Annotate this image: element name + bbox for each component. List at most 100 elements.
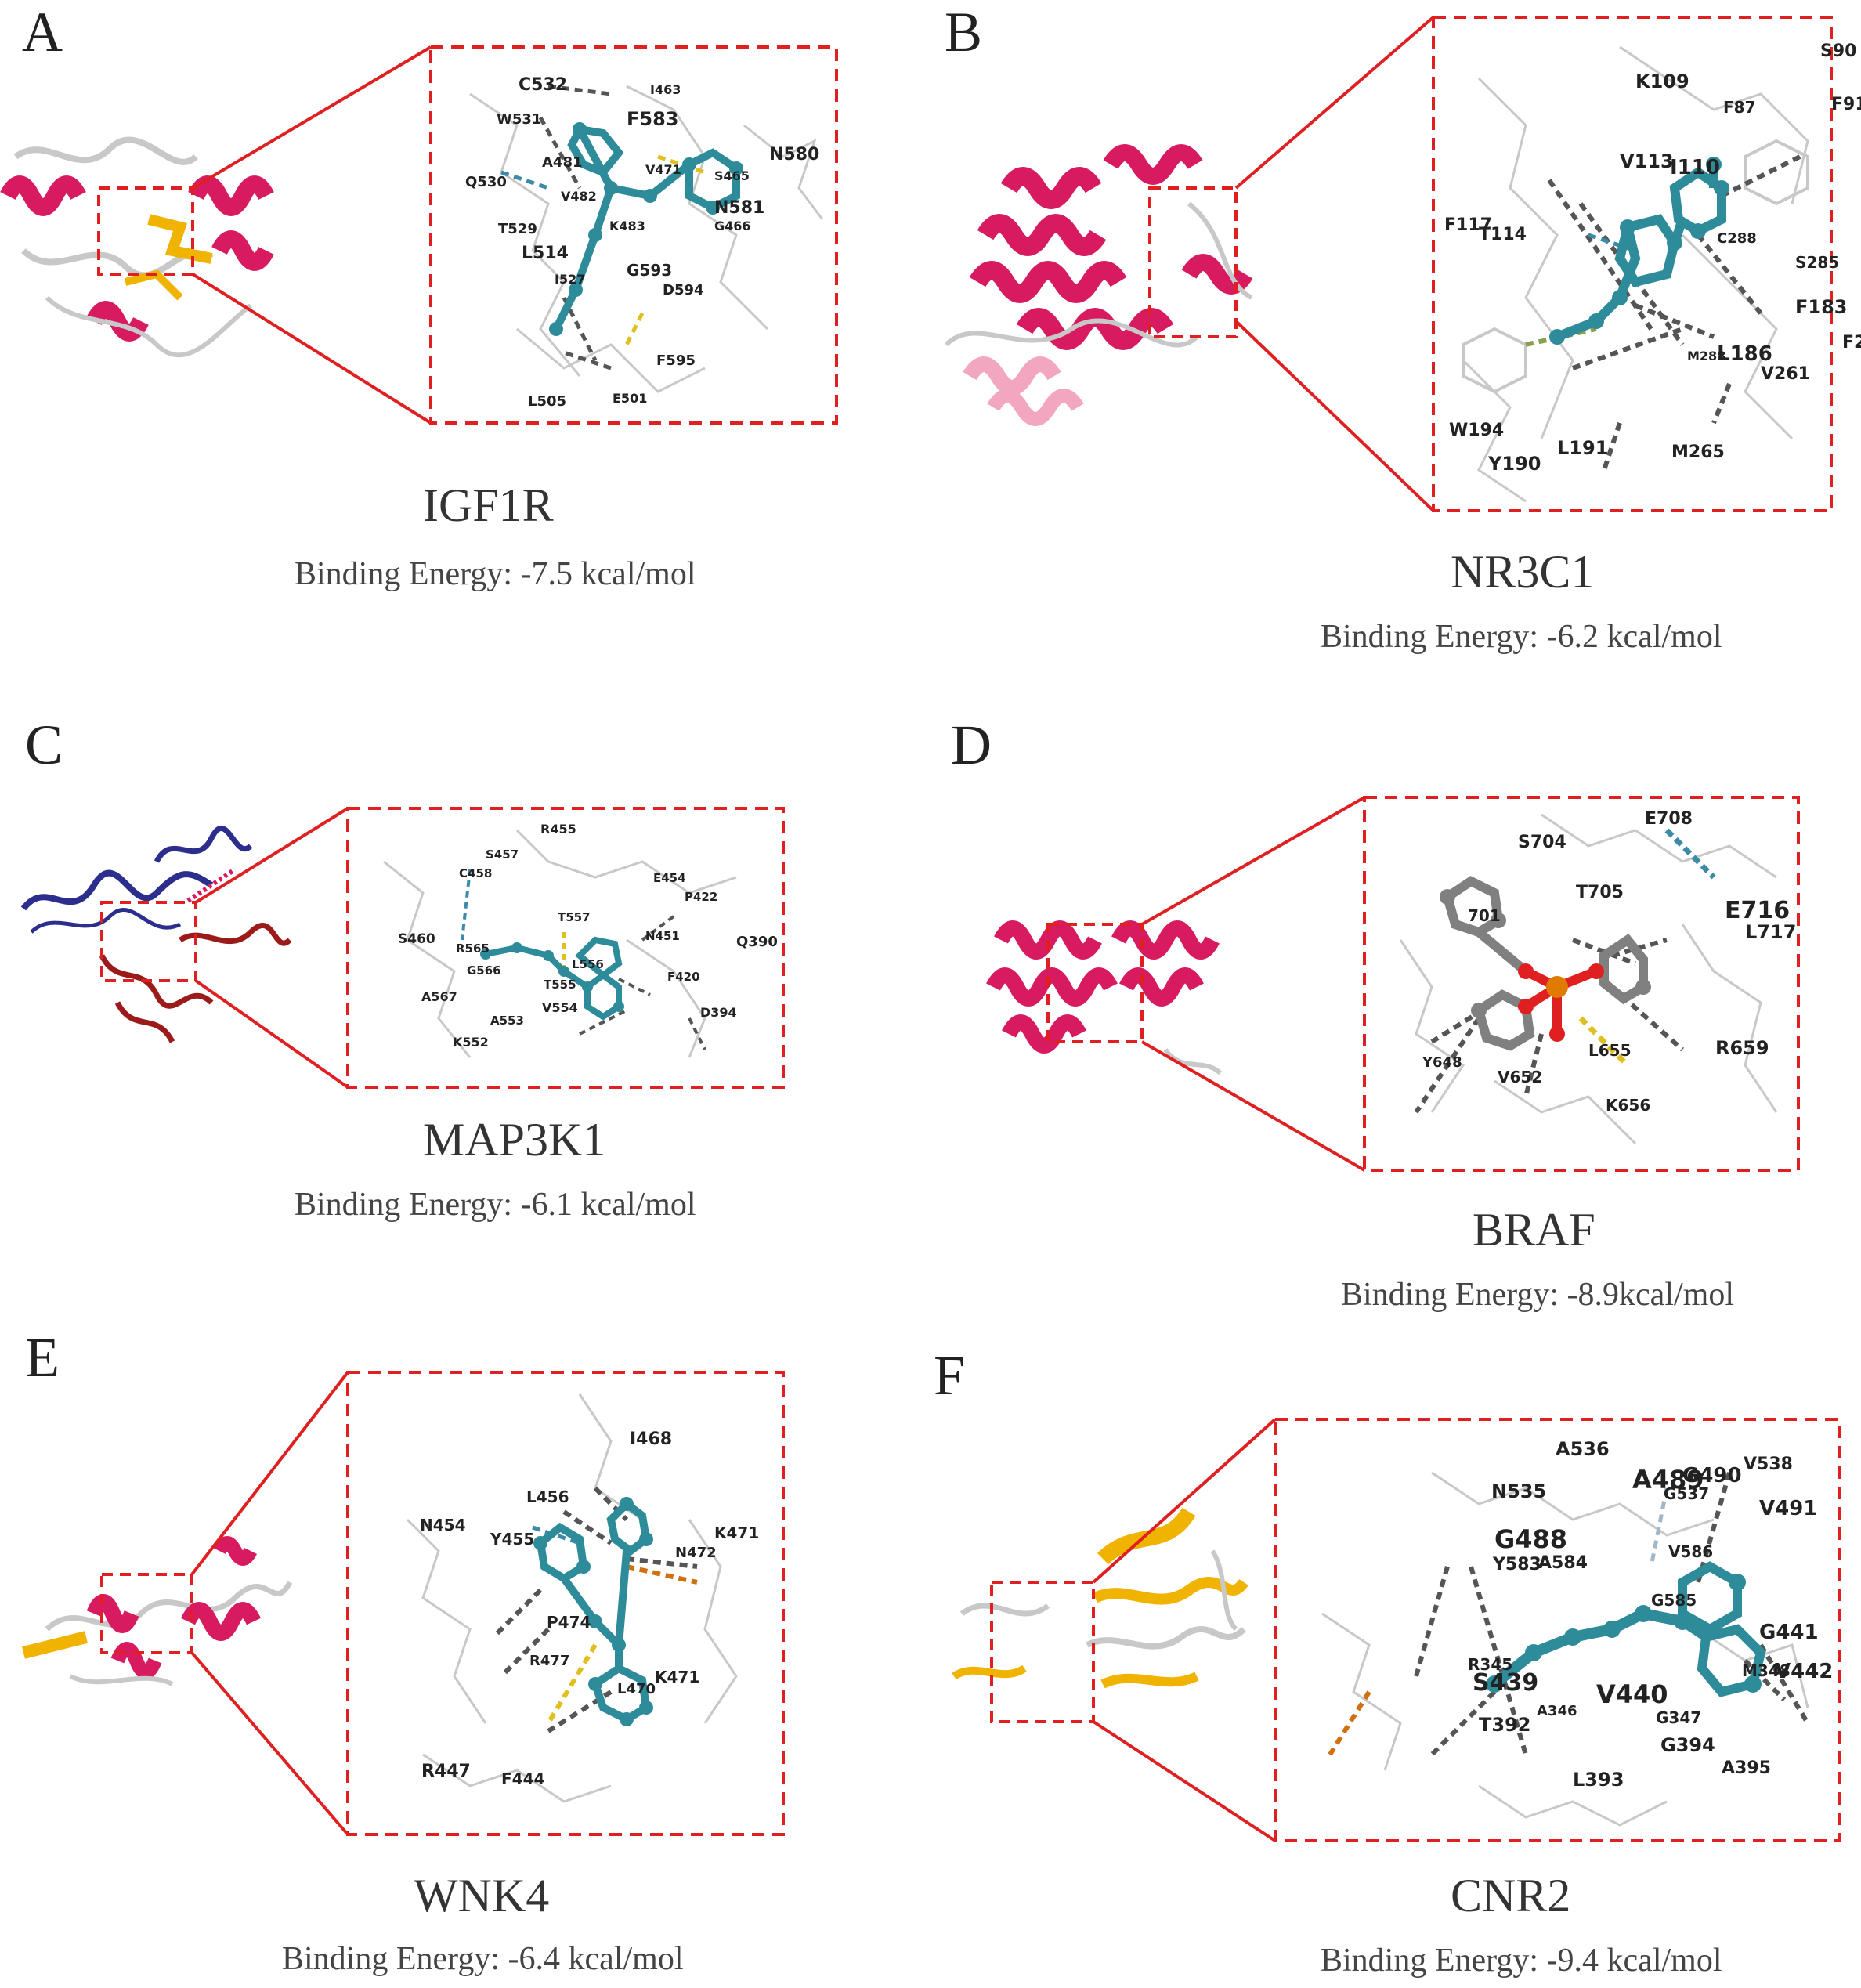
residue-label-b: F91 xyxy=(1831,95,1861,114)
residue-label-c: K552 xyxy=(453,1035,489,1050)
zoom-box-f xyxy=(1274,1418,1841,1842)
residue-label-b: V113 xyxy=(1620,150,1674,172)
residue-label-c: L556 xyxy=(572,957,604,971)
residue-label-a: S465 xyxy=(714,168,750,183)
residue-label-c: E454 xyxy=(653,871,686,885)
binding-energy-c: Binding Energy: -6.1 kcal/mol xyxy=(295,1187,696,1223)
residue-label-f: V440 xyxy=(1596,1679,1668,1709)
protein-overview-d xyxy=(986,920,1223,1075)
residue-label-f: G347 xyxy=(1656,1708,1701,1727)
panel-letter-c: C xyxy=(25,714,63,776)
residue-label-b: K109 xyxy=(1635,70,1689,92)
protein-overview-b xyxy=(944,144,1253,426)
residue-label-a: V482 xyxy=(561,189,597,204)
residue-label-f: V442 xyxy=(1775,1660,1833,1683)
residue-label-a: I463 xyxy=(650,82,681,97)
panel-title-b: NR3C1 xyxy=(1451,546,1595,598)
residue-label-d: V652 xyxy=(1498,1068,1542,1086)
residue-label-a: L514 xyxy=(522,244,569,263)
residue-label-d: S704 xyxy=(1518,833,1566,852)
residue-label-f: L393 xyxy=(1573,1769,1624,1791)
residue-label-c: V554 xyxy=(542,1000,578,1015)
residue-label-d: L655 xyxy=(1588,1041,1632,1060)
residue-label-b: F281 xyxy=(1842,333,1861,352)
panel-letter-b: B xyxy=(945,1,983,63)
residue-label-a: C532 xyxy=(519,75,567,95)
panel-a-diagram: C532 I463 W531 F583 A481 V471 N580 S465 … xyxy=(0,45,838,425)
protein-overview-f xyxy=(952,1507,1248,1723)
residue-label-e: L456 xyxy=(526,1487,569,1506)
residue-label-c: T555 xyxy=(544,978,576,992)
protein-overview-e xyxy=(22,1536,293,1686)
residue-label-b: I110 xyxy=(1670,156,1720,179)
residue-label-a: T529 xyxy=(498,221,537,237)
residue-label-a: F595 xyxy=(656,352,696,369)
residue-label-a: I527 xyxy=(555,272,585,287)
residue-label-e: Y455 xyxy=(490,1530,534,1549)
residue-label-b: V261 xyxy=(1761,364,1810,384)
panel-e-diagram: I468 L456 N454 K471 Y455 N472 P474 R477 … xyxy=(22,1371,785,1836)
residue-label-c: A553 xyxy=(490,1014,524,1028)
residue-label-a: G466 xyxy=(714,219,751,233)
residue-label-e: N472 xyxy=(675,1545,717,1561)
residue-label-a: D594 xyxy=(663,282,704,298)
residue-label-c: G566 xyxy=(467,963,501,978)
residue-label-c: S460 xyxy=(398,931,435,947)
residue-label-f: V538 xyxy=(1744,1455,1793,1474)
panel-title-c: MAP3K1 xyxy=(423,1114,606,1166)
residue-label-f: A536 xyxy=(1556,1438,1610,1460)
residue-label-d: 701 xyxy=(1468,906,1501,925)
protein-overview-c xyxy=(20,826,292,1043)
protein-overview-a xyxy=(0,136,274,358)
zoom-box-b xyxy=(1432,16,1833,512)
residue-label-c: D394 xyxy=(700,1005,737,1020)
residue-label-a: L505 xyxy=(528,393,566,410)
residue-label-a: G593 xyxy=(627,261,672,280)
binding-energy-e: Binding Energy: -6.4 kcal/mol xyxy=(282,1941,684,1977)
zoom-box-a xyxy=(429,45,838,425)
residue-label-a: Q530 xyxy=(465,174,507,190)
residue-label-a: K483 xyxy=(609,219,645,233)
residue-label-d: K656 xyxy=(1606,1096,1650,1115)
binding-site-b: S90 K109 F87 F91 V113 I110 F117 T114 C28… xyxy=(1444,42,1861,503)
residue-label-f: G490 xyxy=(1682,1464,1742,1487)
zoom-box-c xyxy=(346,807,785,1089)
residue-label-c: A567 xyxy=(421,989,457,1004)
residue-label-c: S457 xyxy=(486,848,519,862)
residue-label-b: F117 xyxy=(1444,215,1492,235)
residue-label-f: N535 xyxy=(1491,1480,1546,1502)
panel-f-diagram: A536 V538 A489 G490 N535 G537 V491 G488 … xyxy=(952,1418,1841,1842)
residue-label-b: S285 xyxy=(1795,253,1839,272)
panel-c-diagram: R455 S457 C458 E454 P422 T557 S460 R565 … xyxy=(20,807,785,1089)
residue-label-b: C288 xyxy=(1717,230,1757,247)
binding-site-e: I468 L456 N454 K471 Y455 N472 P474 R477 … xyxy=(406,1393,759,1803)
residue-label-d: T705 xyxy=(1576,883,1624,902)
residue-label-f: G488 xyxy=(1494,1524,1567,1554)
residue-label-f: G394 xyxy=(1660,1734,1715,1756)
binding-site-d: E708 S704 T705 E716 L717 701 Y648 L655 R… xyxy=(1399,809,1796,1145)
residue-label-e: K471 xyxy=(655,1668,699,1686)
residue-label-e: I468 xyxy=(630,1430,672,1449)
residue-label-f: S439 xyxy=(1473,1669,1538,1697)
residue-label-e: R447 xyxy=(421,1762,471,1781)
panel-d-diagram: E708 S704 T705 E716 L717 701 Y648 L655 R… xyxy=(986,796,1800,1172)
residue-label-c: Q390 xyxy=(736,934,778,950)
residue-label-a: N581 xyxy=(714,198,764,218)
residue-label-a: E501 xyxy=(613,391,647,406)
binding-energy-b: Binding Energy: -6.2 kcal/mol xyxy=(1321,619,1722,655)
residue-label-b: Y190 xyxy=(1487,453,1541,475)
residue-label-c: P422 xyxy=(685,890,717,904)
residue-label-b: S90 xyxy=(1820,42,1856,61)
binding-energy-d: Binding Energy: -8.9kcal/mol xyxy=(1341,1277,1734,1313)
residue-label-e: N454 xyxy=(420,1516,466,1534)
residue-label-a: N580 xyxy=(769,145,819,164)
residue-label-a: W531 xyxy=(497,111,541,128)
residue-label-b: T114 xyxy=(1479,225,1527,244)
residue-label-a: A481 xyxy=(542,154,583,171)
panel-title-e: WNK4 xyxy=(414,1870,550,1921)
residue-label-b: M288 xyxy=(1687,349,1725,363)
residue-label-c: T557 xyxy=(558,910,591,924)
panel-title-a: IGF1R xyxy=(423,479,554,531)
panel-title-f: CNR2 xyxy=(1451,1870,1571,1921)
